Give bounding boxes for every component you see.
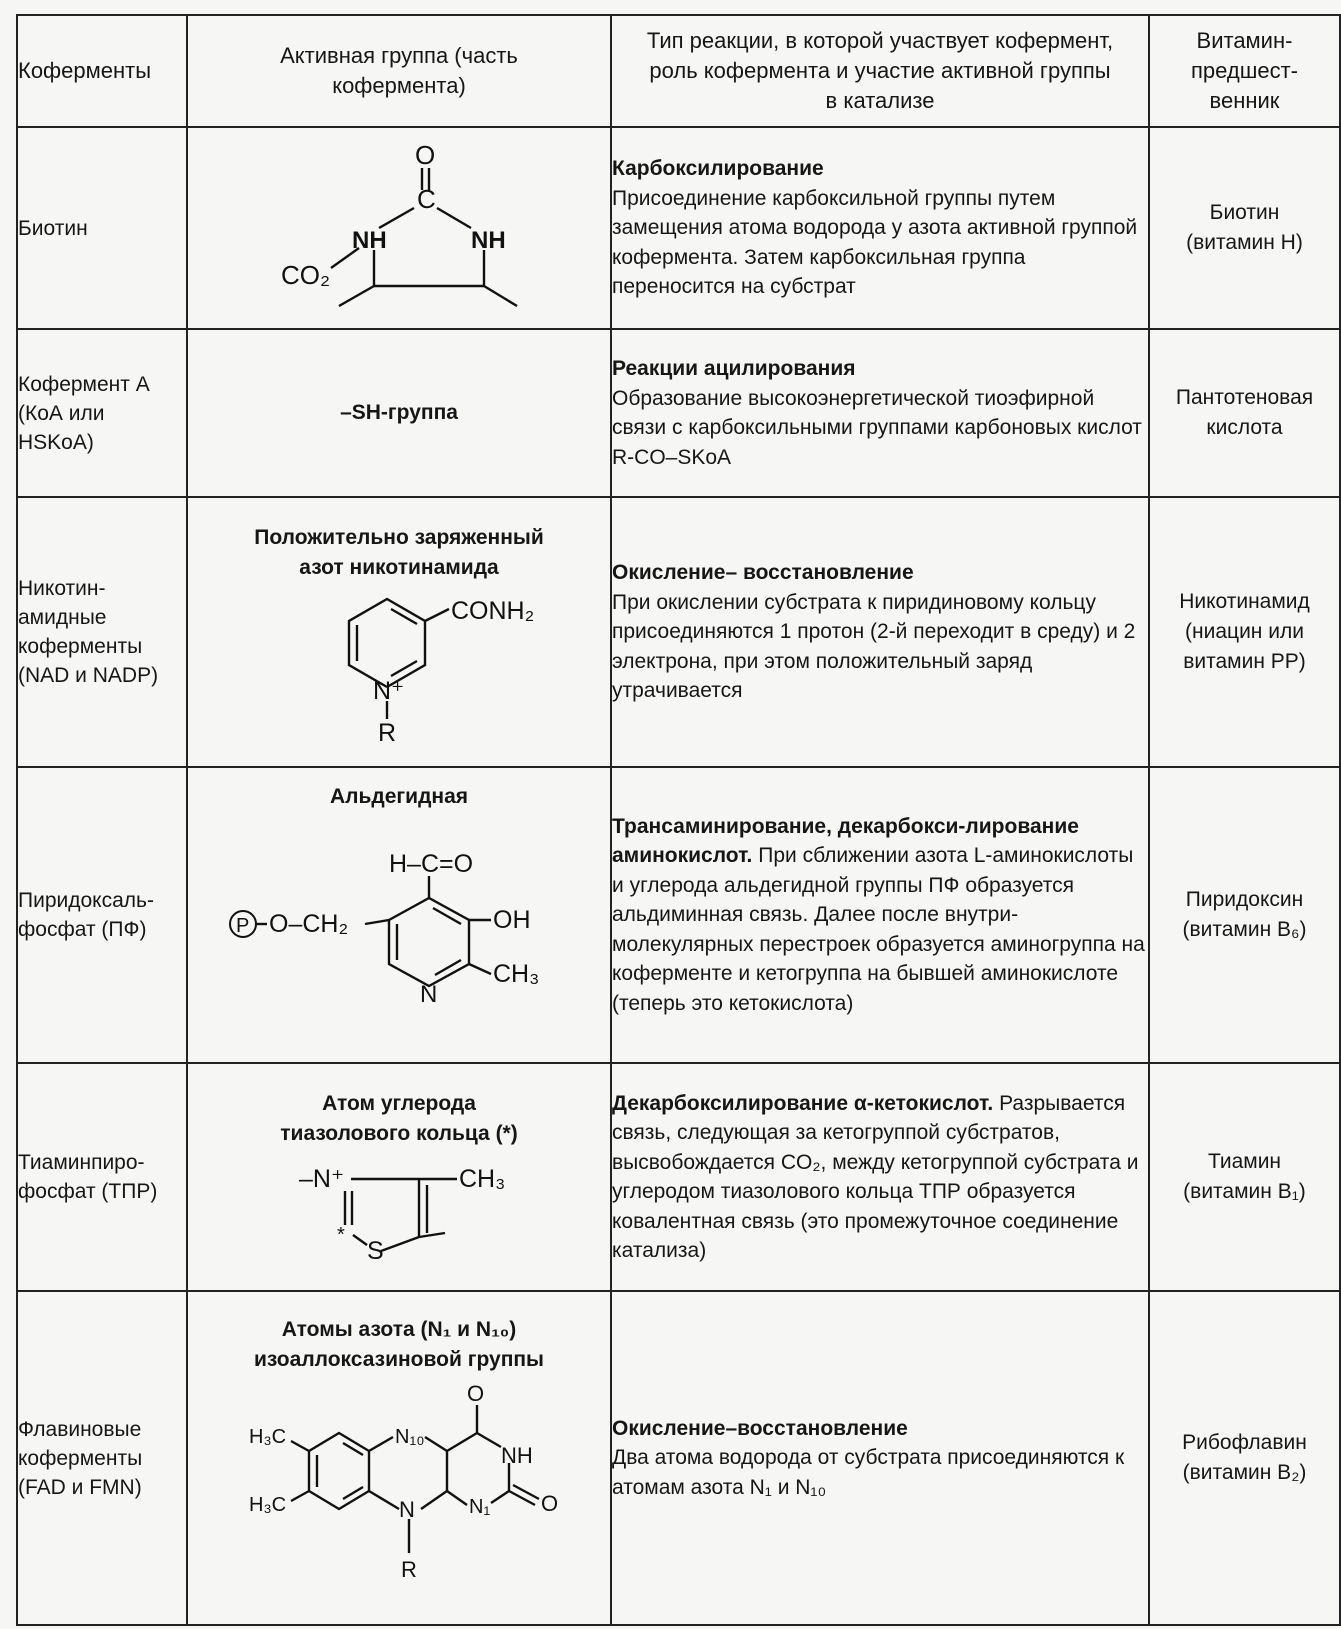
active-group-cell: Альдегидная P O–CH₂ H–C=O OH CH₃ N bbox=[186, 766, 612, 1064]
active-group-cell: –SH-группа bbox=[186, 328, 612, 498]
biotin-structure: O C NH NH CO₂ bbox=[281, 140, 518, 308]
thiazole-s: S bbox=[367, 1237, 384, 1265]
pyridoxal-ch3: CH₃ bbox=[493, 960, 539, 988]
active-group-title: Альдегидная bbox=[329, 785, 469, 808]
reaction-text: Присоединение карбоксильной группы путем… bbox=[612, 186, 1138, 299]
header-vitamin: Витамин-предшест-венник bbox=[1148, 14, 1341, 128]
active-group-title: Положительно заряженный азот никотинамид… bbox=[254, 526, 544, 579]
active-group-title: Атомы азота (N₁ и N₁₀) изоаллоксазиновой… bbox=[253, 1318, 544, 1371]
table-row: Биотин O C NH NH CO₂ Карбоксилирова bbox=[16, 126, 1341, 330]
coenzyme-name: Пиридоксаль-фосфат (ПФ) bbox=[16, 766, 188, 1064]
biotin-co2: CO₂ bbox=[281, 260, 330, 290]
flavin-h3c-top: H₃C bbox=[249, 1426, 286, 1448]
header-active-group-text: Активная группа (часть кофермента) bbox=[280, 43, 518, 98]
reaction-text: При сближении азота L-аминокислоты и угл… bbox=[612, 844, 1145, 1015]
pyridoxal-n: N bbox=[420, 981, 437, 1008]
header-row: Коферменты Активная группа (часть коферм… bbox=[16, 14, 1341, 128]
vitamin-text: Пиридоксин (витамин B₆) bbox=[1182, 888, 1307, 941]
nad-conh2: CONH₂ bbox=[451, 597, 534, 625]
thiazole-n-plus: –N⁺ bbox=[299, 1165, 344, 1193]
coenzyme-name: Флавиновые коферменты (FAD и FMN) bbox=[16, 1290, 188, 1626]
flavin-r: R bbox=[401, 1557, 417, 1582]
reaction-cell: Реакции ацилирования Образование высокоэ… bbox=[610, 328, 1150, 498]
biotin-o: O bbox=[415, 140, 435, 170]
flavin-n10: N₁₀ bbox=[395, 1426, 425, 1448]
pyridoxal-och2: O–CH₂ bbox=[269, 910, 348, 938]
reaction-cell: Трансаминирование, декарбокси-лирование … bbox=[610, 766, 1150, 1064]
nicotinamide-structure: CONH₂ N⁺ R bbox=[347, 597, 534, 747]
vitamin-text: Рибофлавин (витамин B₂) bbox=[1182, 1431, 1307, 1484]
table-row: Никотин-амидные коферменты (NAD и NADP) … bbox=[16, 496, 1341, 768]
biotin-nh-right: NH bbox=[471, 227, 506, 254]
active-group-title: Атом углерода тиазолового кольца (*) bbox=[280, 1092, 518, 1145]
reaction-text: Разрывается связь, следующая за кетогруп… bbox=[612, 1091, 1139, 1263]
active-group-cell: Положительно заряженный азот никотинамид… bbox=[186, 496, 612, 768]
reaction-title: Декарбоксилирование α-кетокислот. bbox=[612, 1091, 994, 1115]
coenzyme-name: Никотин-амидные коферменты (NAD и NADP) bbox=[16, 496, 188, 768]
reaction-cell: Карбоксилирование Присоединение карбокси… bbox=[610, 126, 1150, 330]
table-row: Тиаминпиро-фосфат (ТПР) Атом углерода ти… bbox=[16, 1062, 1341, 1292]
pyridoxal-oh: OH bbox=[493, 906, 531, 934]
reaction-cell: Окисление–восстановление Два атома водор… bbox=[610, 1290, 1150, 1626]
table-row: Флавиновые коферменты (FAD и FMN) Атомы … bbox=[16, 1290, 1341, 1626]
reaction-title: Реакции ацилирования bbox=[612, 357, 856, 380]
vitamin-cell: Рибофлавин (витамин B₂) bbox=[1148, 1290, 1341, 1626]
flavin-n: N bbox=[399, 1497, 415, 1522]
active-group-cell: O C NH NH CO₂ bbox=[186, 126, 612, 330]
active-group-cell: Атомы азота (N₁ и N₁₀) изоаллоксазиновой… bbox=[186, 1290, 612, 1626]
vitamin-cell: Пантотеновая кислота bbox=[1148, 328, 1341, 498]
reaction-cell: Декарбоксилирование α-кетокислот. Разрыв… bbox=[610, 1062, 1150, 1292]
flavin-o-top: O bbox=[467, 1381, 484, 1406]
flavin-o-right: O bbox=[541, 1491, 558, 1516]
biotin-nh-left: NH bbox=[352, 227, 387, 254]
active-group-text: –SH-группа bbox=[340, 401, 458, 424]
pyridoxal-hco: H–C=O bbox=[389, 850, 473, 878]
coenzymes-table: Коферменты Активная группа (часть коферм… bbox=[16, 14, 1341, 1626]
vitamin-cell: Пиридоксин (витамин B₆) bbox=[1148, 766, 1341, 1064]
header-coenzymes: Коферменты bbox=[16, 14, 188, 128]
reaction-title: Окисление– восстановление bbox=[612, 561, 914, 585]
vitamin-cell: Биотин (витамин Н) bbox=[1148, 126, 1341, 330]
thiazole-ch3: CH₃ bbox=[459, 1165, 505, 1193]
coenzyme-name: Биотин bbox=[16, 126, 188, 330]
reaction-title: Карбоксилирование bbox=[612, 157, 824, 181]
flavin-structure: O N₁₀ NH N₁ O N R H₃C H₃C bbox=[249, 1381, 558, 1582]
pyridoxal-p: P bbox=[236, 915, 249, 937]
table-row: Пиридоксаль-фосфат (ПФ) Альдегидная P O–… bbox=[16, 766, 1341, 1064]
header-active-group: Активная группа (часть кофермента) bbox=[186, 14, 612, 128]
biotin-c: C bbox=[417, 184, 436, 214]
table-row: Кофермент А (КоА или HSKoA) –SH-группа Р… bbox=[16, 328, 1341, 498]
coenzyme-name: Кофермент А (КоА или HSKoA) bbox=[16, 328, 188, 498]
nad-n-plus: N⁺ bbox=[373, 677, 404, 705]
reaction-text: При окислении субстрата к пиридиновому к… bbox=[612, 590, 1136, 703]
vitamin-cell: Тиамин (витамин B₁) bbox=[1148, 1062, 1341, 1292]
flavin-h3c-bottom: H₃C bbox=[249, 1494, 286, 1516]
reaction-text: Образование высокоэнергетической тиоэфир… bbox=[612, 386, 1142, 469]
flavin-nh: NH bbox=[501, 1443, 533, 1468]
vitamin-cell: Никотинамид (ниацин или витамин PP) bbox=[1148, 496, 1341, 768]
thiazole-structure: –N⁺ CH₃ * S bbox=[299, 1165, 505, 1265]
header-vitamin-text: Витамин-предшест-венник bbox=[1190, 28, 1299, 113]
reaction-cell: Окисление– восстановление При окислении … bbox=[610, 496, 1150, 768]
vitamin-text: Тиамин (витамин B₁) bbox=[1183, 1150, 1306, 1203]
pyridoxal-structure: P O–CH₂ H–C=O OH CH₃ N bbox=[229, 850, 539, 1008]
thiazole-star: * bbox=[337, 1224, 345, 1246]
flavin-n1: N₁ bbox=[469, 1496, 490, 1518]
vitamin-text: Биотин (витамин Н) bbox=[1186, 201, 1303, 254]
header-reaction-text: Тип реакции, в которой участвует коферме… bbox=[646, 28, 1114, 113]
reaction-text: Два атома водорода от субстрата присоеди… bbox=[612, 1446, 1125, 1499]
coenzyme-name: Тиаминпиро-фосфат (ТПР) bbox=[16, 1062, 188, 1292]
nad-r: R bbox=[378, 719, 396, 747]
vitamin-text: Никотинамид (ниацин или витамин PP) bbox=[1179, 590, 1310, 673]
reaction-title: Трансаминирование, декарбокси-лирование … bbox=[612, 814, 1079, 868]
header-reaction: Тип реакции, в которой участвует коферме… bbox=[610, 14, 1150, 128]
active-group-cell: Атом углерода тиазолового кольца (*) –N⁺… bbox=[186, 1062, 612, 1292]
reaction-title: Окисление–восстановление bbox=[612, 1416, 908, 1440]
vitamin-text: Пантотеновая кислота bbox=[1175, 386, 1314, 439]
